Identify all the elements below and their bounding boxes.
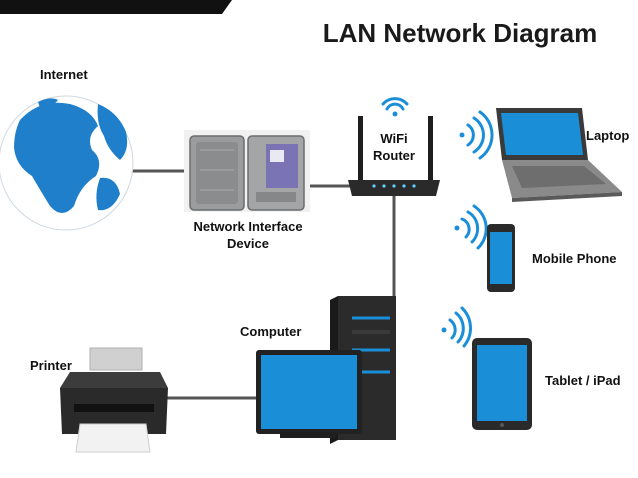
top-banner: [0, 0, 232, 14]
label-nid-line1: Network Interface: [193, 219, 303, 234]
label-computer: Computer: [240, 324, 302, 339]
cables: [132, 169, 396, 400]
tablet-icon: [472, 338, 532, 430]
computer-monitor-icon: [256, 350, 362, 438]
mobile-phone-icon: [487, 224, 515, 292]
signal-waves-tablet-icon: [441, 306, 472, 348]
label-network-interface-device: Network Interface Device: [185, 218, 311, 252]
laptop-icon: [496, 108, 622, 202]
label-router-line1: WiFi: [380, 131, 408, 146]
label-printer: Printer: [30, 358, 72, 373]
label-tablet: Tablet / iPad: [545, 373, 621, 388]
label-nid-line2: Device: [227, 236, 269, 251]
label-wifi-router: WiFi Router: [364, 130, 424, 164]
printer-icon: [60, 347, 168, 453]
signal-waves-laptop-icon: [459, 110, 494, 160]
diagram-title: LAN Network Diagram: [322, 18, 598, 48]
label-laptop: Laptop: [586, 128, 630, 143]
signal-waves-mobile-icon: [454, 204, 488, 250]
network-interface-device-icon: [184, 130, 310, 212]
globe-icon: [0, 95, 134, 231]
label-mobile-phone: Mobile Phone: [532, 251, 617, 266]
label-router-line2: Router: [373, 148, 415, 163]
wifi-signal-icon: [381, 97, 409, 117]
wifi-router-icon: [348, 116, 440, 196]
label-internet: Internet: [40, 67, 88, 82]
